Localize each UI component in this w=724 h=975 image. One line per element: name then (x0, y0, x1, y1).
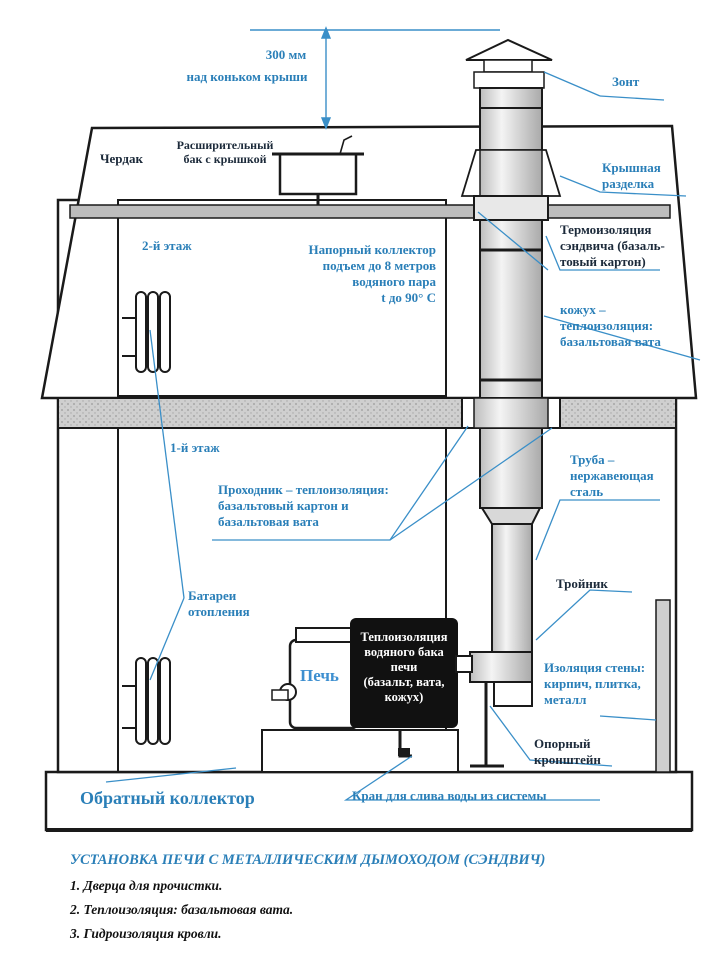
radiator-second-floor (122, 291, 171, 373)
chimney (460, 38, 562, 768)
foundation (44, 770, 694, 832)
label-bracket: Опорный кронштейн (534, 736, 601, 767)
label-floor2: 2-й этаж (142, 238, 192, 253)
attic-beam (69, 204, 671, 219)
label-radiators: Батареи отопления (188, 588, 250, 619)
label-stove-tank-insulation: Теплоизоляция водяного бака печи (базаль… (360, 630, 448, 704)
label-wall-insulation: Изоляция стены: кирпич, плитка, металл (544, 660, 646, 707)
floor-slab (57, 397, 677, 429)
label-roof-cut: Крышная разделка (602, 160, 661, 191)
label-sandwich-insulation: Термоизоляция сэндвича (базаль- товый ка… (560, 222, 665, 269)
note-1: 1. Дверца для прочистки. (70, 878, 223, 893)
label-height-value: 300 мм (265, 47, 307, 62)
label-pipe: Труба – нержавеющая сталь (570, 452, 654, 499)
caption: УСТАНОВКА ПЕЧИ С МЕТАЛЛИЧЕСКИМ ДЫМОХОДОМ… (70, 852, 546, 868)
label-casing: кожух – теплоизоляция: базальтовая вата (560, 302, 661, 349)
label-attic: Чердак (100, 151, 143, 166)
label-cap: Зонт (612, 74, 640, 89)
expansion-tank (272, 135, 364, 205)
attic-inner (117, 199, 447, 397)
label-tee: Тройник (556, 576, 608, 591)
label-collector: Напорный коллектор подъем до 8 метров во… (308, 242, 436, 305)
radiator-first-floor (122, 657, 171, 745)
label-tank: Расширительный бак с крышкой (176, 138, 274, 166)
wall-insulation-panel (655, 599, 671, 773)
note-2: 2. Теплоизоляция: базальтовая вата. (70, 902, 294, 917)
label-floor1: 1-й этаж (170, 440, 220, 455)
label-drain-valve: Кран для слива воды из системы (352, 788, 547, 803)
note-3: 3. Гидроизоляция кровли. (70, 926, 222, 941)
drain-valve (398, 730, 412, 758)
label-stove: Печь (300, 666, 339, 685)
leader-lines (105, 71, 701, 801)
label-pass-through: Проходник – теплоизоляция: базальтовый к… (218, 482, 389, 529)
label-height-desc: над коньком крыши (186, 69, 308, 84)
label-return-collector: Обратный коллектор (80, 788, 255, 808)
stove-body (261, 618, 473, 773)
height-dimension (250, 26, 500, 130)
